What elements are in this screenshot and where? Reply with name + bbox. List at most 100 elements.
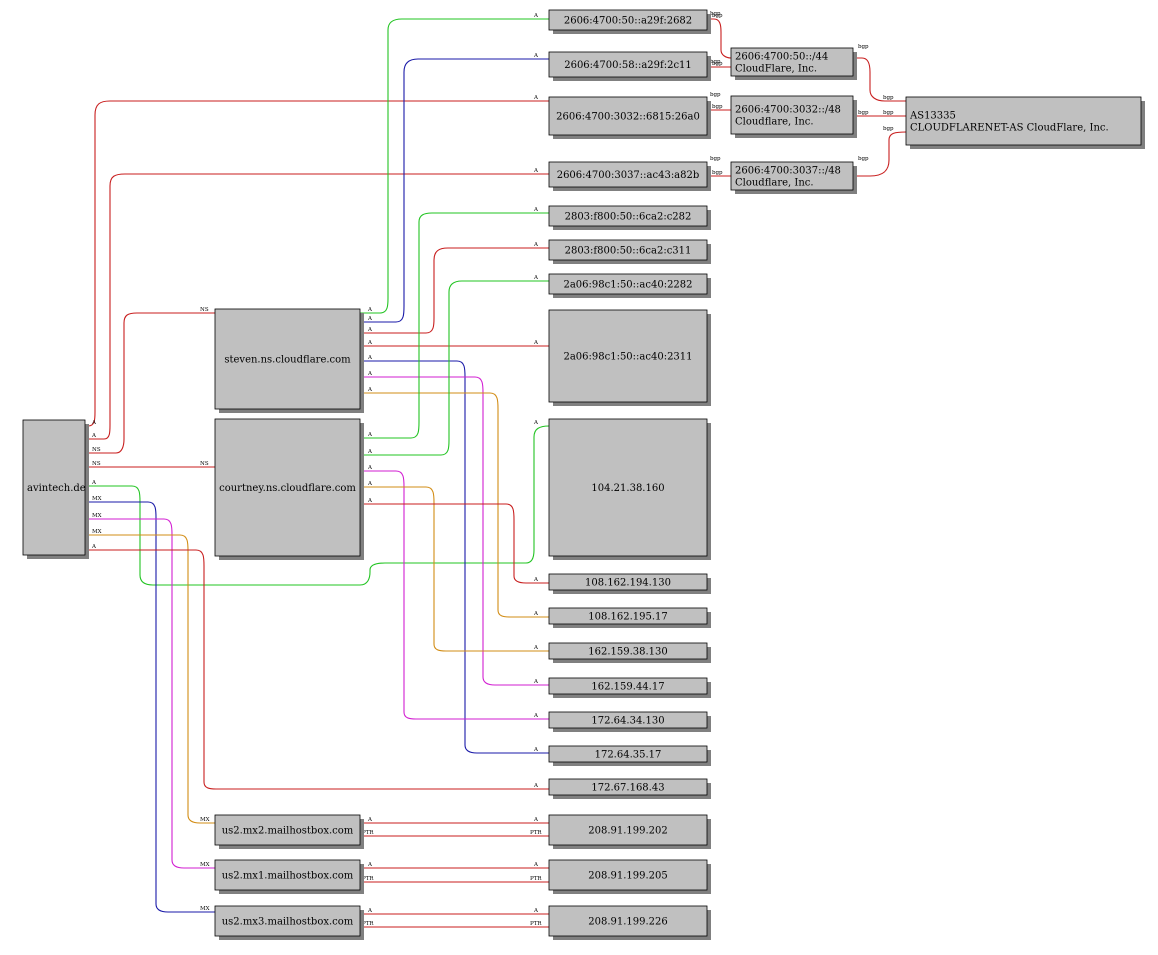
node-label: 162.159.38.130 [588, 647, 668, 658]
node-v6h[interactable]: 2a06:98c1:50::ac40:2311 [548, 309, 711, 406]
node-label: 172.64.34.130 [591, 716, 664, 727]
node-mxip1[interactable]: 208.91.199.205 [548, 859, 711, 894]
node-label: CloudFlare, Inc. [735, 64, 817, 75]
node-box [548, 239, 708, 261]
node-v6g[interactable]: 2a06:98c1:50::ac40:2282 [548, 273, 711, 298]
edge-label-root-to-steven: NS [200, 307, 209, 313]
edge-tail-label-mxip1-to-mx1: PTR [362, 876, 374, 882]
node-label: 2a06:98c1:50::ac40:2311 [563, 352, 692, 363]
node-label: 2606:4700:3037::ac43:a82b [557, 170, 700, 181]
node-ip6[interactable]: 172.64.34.130 [548, 711, 711, 732]
edge-tail-label-root-to-courtney: NS [92, 461, 101, 467]
edge-label-steven-to-v6a: A [533, 13, 539, 19]
node-label: 2a06:98c1:50::ac40:2282 [563, 280, 692, 291]
node-box [548, 905, 708, 937]
edge-tail-label-v6d-to-net3037: bgp [710, 156, 721, 162]
edge-tail-label-courtney-to-ip4: A [367, 481, 373, 487]
edge-label-mxip1-to-mx1: PTR [530, 876, 542, 882]
node-ip5[interactable]: 162.159.44.17 [548, 677, 711, 698]
edge-label-root-to-ip1: A [533, 420, 539, 426]
edge-tail-label-root-to-ip1: A [91, 480, 97, 486]
node-v6e[interactable]: 2803:f800:50::6ca2:c282 [548, 205, 711, 230]
node-v6f[interactable]: 2803:f800:50::6ca2:c311 [548, 239, 711, 264]
node-ip8[interactable]: 172.67.168.43 [548, 778, 711, 799]
node-box [548, 859, 708, 891]
edge-label-steven-to-ip5: A [533, 679, 539, 685]
node-label: 2606:4700:50::/44 [735, 52, 828, 63]
edge-label-v6d-to-net3037: bgp [712, 170, 723, 176]
node-ip3[interactable]: 108.162.195.17 [548, 607, 711, 628]
edge-steven-to-ip7 [360, 360, 549, 754]
edge-label-courtney-to-ip4: A [533, 645, 539, 651]
edge-tail-label-steven-to-ip7: A [367, 355, 373, 361]
node-box [548, 778, 708, 796]
node-v6b[interactable]: 2606:4700:58::a29f:2c11 [548, 51, 711, 81]
edge-label-mxip2-to-mx2: PTR [530, 830, 542, 836]
edge-label-steven-to-v6f: A [533, 242, 539, 248]
edge-tail-label-courtney-to-v6g: A [367, 449, 373, 455]
edge-tail-label-root-to-v6c: A [91, 420, 97, 426]
edge-tail-label-steven-to-v6b: A [367, 316, 373, 322]
node-box [548, 677, 708, 695]
edge-tail-label-v6b-to-net44: bgp [710, 59, 721, 65]
node-label: 2803:f800:50::6ca2:c282 [565, 212, 692, 223]
node-mx1[interactable]: us2.mx1.mailhostbox.com [214, 859, 364, 894]
node-box [548, 607, 708, 625]
node-mx2[interactable]: us2.mx2.mailhostbox.com [214, 814, 364, 849]
edge-tail-label-net3037-to-as: bgp [858, 156, 869, 162]
edge-tail-label-root-to-v6d: A [91, 433, 97, 439]
edge-label-mxip3-to-mx3: PTR [530, 921, 542, 927]
edge-label-v6a-to-net44: bgp [712, 13, 723, 19]
node-v6d[interactable]: 2606:4700:3037::ac43:a82b [548, 161, 711, 191]
node-ip2[interactable]: 108.162.194.130 [548, 573, 711, 594]
node-label: CLOUDFLARENET-AS CloudFlare, Inc. [910, 123, 1109, 134]
node-box [214, 308, 361, 410]
edge-label-root-to-courtney: NS [200, 461, 209, 467]
node-box [214, 418, 361, 557]
node-root[interactable]: avintech.de [22, 419, 89, 559]
edge-label-v6b-to-net44: bgp [712, 61, 723, 67]
node-courtney[interactable]: courtney.ns.cloudflare.com [214, 418, 364, 560]
edge-courtney-to-ip4 [360, 486, 549, 652]
node-box [548, 273, 708, 295]
node-mx3[interactable]: us2.mx3.mailhostbox.com [214, 905, 364, 940]
edge-tail-label-mx2-to-mxip2: A [367, 817, 373, 823]
edge-tail-label-mxip2-to-mx2: PTR [362, 830, 374, 836]
edge-steven-to-ip5 [360, 376, 549, 686]
edge-steven-to-v6f [360, 247, 549, 334]
edge-tail-label-v6c-to-net3032: bgp [710, 92, 721, 98]
edge-root-to-v6c [85, 100, 549, 427]
node-ip1[interactable]: 104.21.38.160 [548, 418, 711, 560]
node-mxip2[interactable]: 208.91.199.202 [548, 814, 711, 849]
node-label: AS13335 [909, 111, 956, 122]
node-box [548, 205, 708, 227]
node-mxip3[interactable]: 208.91.199.226 [548, 905, 711, 940]
edge-labels-layer: AAAANSNSNSNSAAMXMXMXMXMXMXAAAAAAAAAAAAAA… [91, 11, 894, 927]
edge-label-net3032-to-as: bgp [883, 110, 894, 116]
node-ip4[interactable]: 162.159.38.130 [548, 642, 711, 663]
node-steven[interactable]: steven.ns.cloudflare.com [214, 308, 364, 413]
node-ip7[interactable]: 172.64.35.17 [548, 745, 711, 766]
node-v6a[interactable]: 2606:4700:50::a29f:2682 [548, 9, 711, 34]
node-v6c[interactable]: 2606:4700:3032::6815:26a0 [548, 96, 711, 139]
edge-courtney-to-ip6 [360, 470, 549, 720]
node-box [548, 418, 708, 557]
edge-net44-to-as [853, 57, 906, 102]
node-box [214, 859, 361, 891]
node-label: us2.mx2.mailhostbox.com [222, 826, 354, 837]
edge-steven-to-ip3 [360, 392, 549, 618]
node-label: 208.91.199.226 [588, 917, 668, 928]
edge-root-to-mx3 [85, 501, 215, 913]
node-box [548, 745, 708, 763]
edge-label-net3037-to-as: bgp [883, 126, 894, 132]
edge-label-root-to-v6c: A [533, 95, 539, 101]
node-label: 162.159.44.17 [591, 682, 664, 693]
edge-net3037-to-as [853, 131, 907, 177]
edge-tail-label-net3032-to-as: bgp [858, 110, 869, 116]
edge-label-steven-to-v6h: A [533, 340, 539, 346]
node-box [548, 711, 708, 729]
